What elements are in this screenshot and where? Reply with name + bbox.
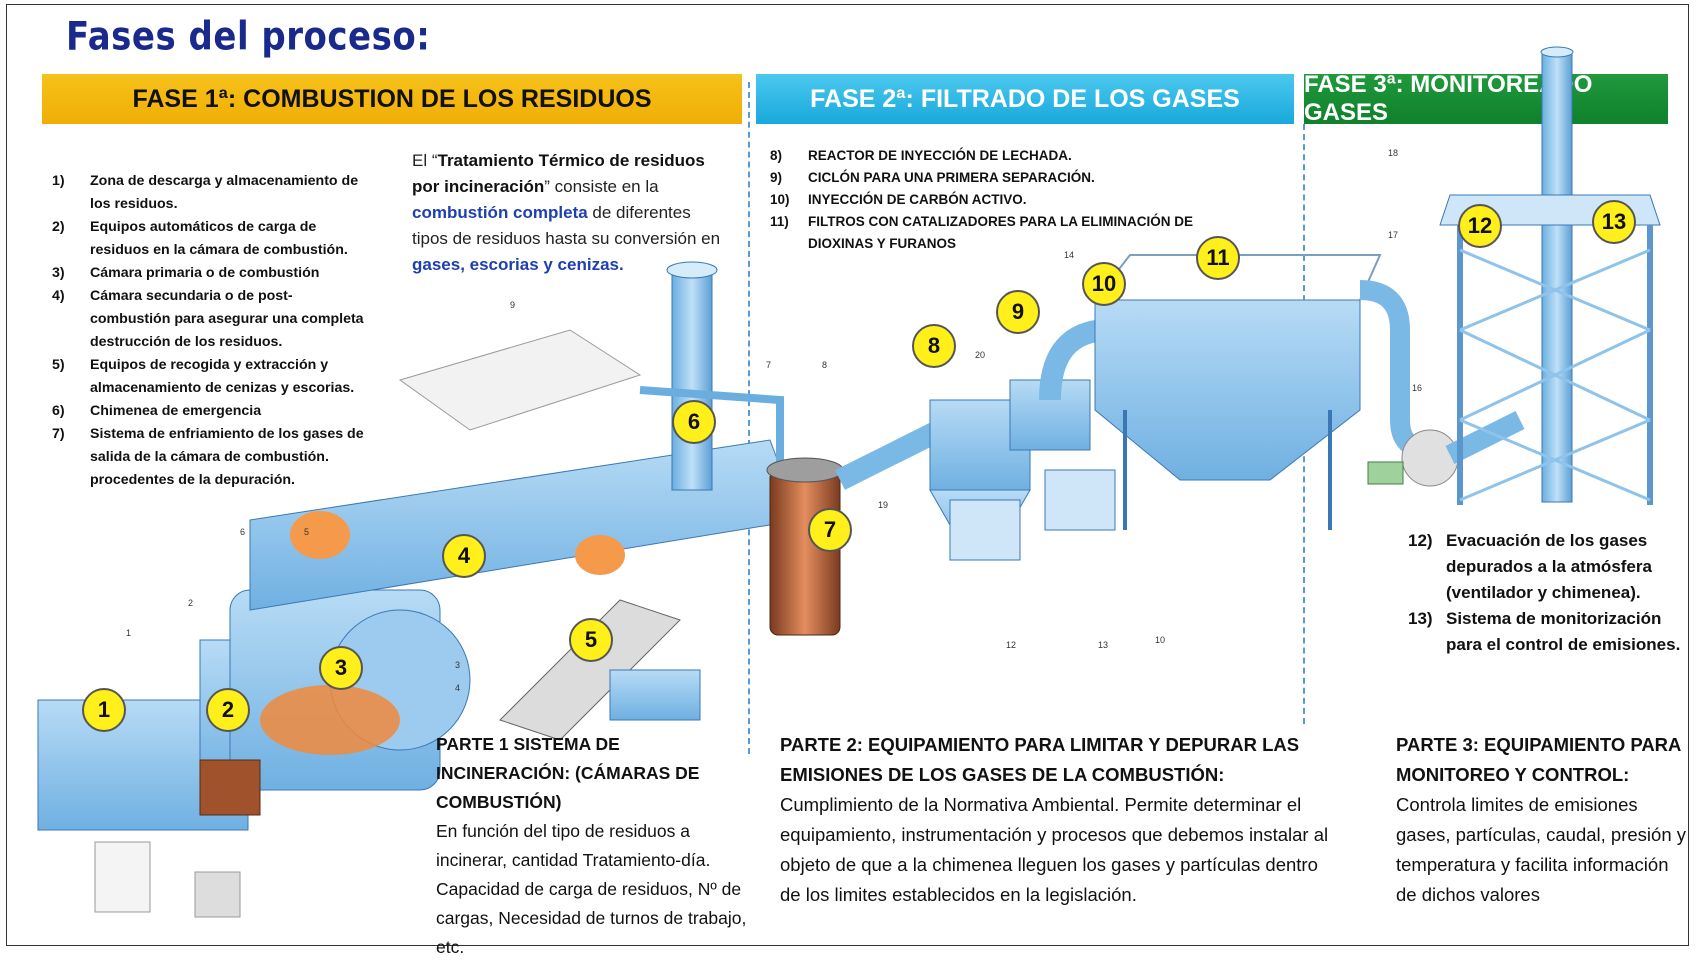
list-item: 8)REACTOR DE INYECCIÓN DE LECHADA. [770, 148, 1072, 163]
phase-1-header: FASE 1ª: COMBUSTION DE LOS RESIDUOS [42, 74, 742, 124]
ref-number: 19 [878, 500, 889, 510]
ref-number: 2 [188, 598, 194, 608]
page-title: Fases del proceso: [66, 14, 431, 60]
emergency-stack-top [666, 261, 718, 279]
list-item: 7)Sistema de enfriamiento de los gases d… [52, 426, 364, 488]
ref-number: 16 [1412, 383, 1423, 393]
outlet-pipe [1359, 280, 1431, 460]
tower-brace-4 [1459, 328, 1651, 422]
list-item: 1)Zona de descarga y almacenamiento de l… [52, 173, 359, 212]
ref-number: 3 [455, 660, 461, 670]
list-item: 9)CICLÓN PARA UNA PRIMERA SEPARACIÓN. [770, 170, 1095, 185]
silo-1 [949, 499, 1021, 561]
main-stack [1541, 51, 1573, 503]
cooler-unit [398, 329, 642, 431]
badge-3: 3 [319, 646, 363, 690]
badge-8: 8 [912, 324, 956, 368]
part-1-heading: PARTE 1 SISTEMA DE INCINERACIÓN: (CÁMARA… [436, 734, 700, 812]
fire-2 [290, 511, 350, 559]
fan [1401, 429, 1459, 487]
phase-3-list: 12)Evacuación de los gases depurados a l… [1408, 528, 1688, 658]
cabinet-18 [194, 871, 241, 918]
badge-4: 4 [442, 534, 486, 578]
ref-number: 14 [1064, 250, 1075, 260]
phase-2-header: FASE 2ª: FILTRADO DE LOS GASES [756, 74, 1294, 124]
list-item: 10)INYECCIÓN DE CARBÓN ACTIVO. [770, 192, 1027, 207]
part-1-description: PARTE 1 SISTEMA DE INCINERACIÓN: (CÁMARA… [436, 730, 758, 962]
badge-2: 2 [206, 688, 250, 732]
tower-brace-2 [1459, 248, 1651, 332]
badge-11: 11 [1196, 236, 1240, 280]
fire [260, 685, 400, 755]
tower-brace-6 [1459, 418, 1651, 502]
ref-number: 10 [1155, 635, 1166, 645]
part-2-heading: PARTE 2: EQUIPAMIENTO PARA LIMITAR Y DEP… [780, 734, 1300, 785]
ref-number: 6 [240, 527, 246, 537]
ash-container [609, 669, 701, 721]
phase-2-list: 8)REACTOR DE INYECCIÓN DE LECHADA. 9)CIC… [770, 145, 1220, 255]
bag-filter [1094, 299, 1361, 481]
badge-6: 6 [672, 400, 716, 444]
badge-12: 12 [1458, 204, 1502, 248]
heat-exchanger-top [766, 457, 844, 483]
ref-number: 8 [822, 360, 828, 370]
list-item: 13)Sistema de monitorización para el con… [1408, 609, 1681, 654]
ref-number: 20 [975, 350, 986, 360]
fan-motor [1367, 461, 1404, 485]
ref-number: 13 [1098, 640, 1109, 650]
list-item: 11)FILTROS CON CATALIZADORES PARA LA ELI… [770, 214, 1193, 251]
list-item: 3)Cámara primaria o de combustión [52, 265, 320, 281]
ref-number: 5 [304, 527, 310, 537]
ref-number: 1 [126, 628, 132, 638]
part-3-heading: PARTE 3: EQUIPAMIENTO PARA MONITOREO Y C… [1396, 734, 1681, 785]
list-item: 12)Evacuación de los gases depurados a l… [1408, 531, 1652, 602]
ref-number: 17 [1388, 230, 1399, 240]
phase-1-list: 1)Zona de descarga y almacenamiento de l… [52, 170, 370, 492]
part-3-description: PARTE 3: EQUIPAMIENTO PARA MONITOREO Y C… [1396, 730, 1686, 910]
list-item: 6)Chimenea de emergencia [52, 403, 262, 419]
list-item: 2)Equipos automáticos de carga de residu… [52, 219, 348, 258]
badge-10: 10 [1082, 262, 1126, 306]
list-item: 4)Cámara secundaria o de post-combustión… [52, 288, 364, 350]
emergency-stack [671, 269, 713, 491]
part-2-body: Cumplimiento de la Normativa Ambiental. … [780, 794, 1329, 905]
waste-cart [199, 759, 261, 816]
badge-13: 13 [1592, 200, 1636, 244]
silo-2 [1044, 469, 1116, 531]
ref-number: 7 [766, 360, 772, 370]
ref-number: 18 [1388, 148, 1399, 158]
cooling-pipe [639, 386, 784, 470]
heat-exchanger [769, 469, 841, 636]
part-1-body: En función del tipo de residuos a incine… [436, 821, 747, 957]
ref-number: 9 [510, 300, 516, 310]
intro-paragraph: El “Tratamiento Térmico de residuos por … [412, 151, 721, 274]
part-2-description: PARTE 2: EQUIPAMIENTO PARA LIMITAR Y DEP… [780, 730, 1340, 910]
badge-1: 1 [82, 688, 126, 732]
ref-number: 12 [1006, 640, 1017, 650]
badge-5: 5 [569, 618, 613, 662]
phase-divider-1 [748, 82, 750, 754]
ref-number: 4 [455, 683, 461, 693]
badge-9: 9 [996, 290, 1040, 334]
list-item: 5)Equipos de recogida y extracción y alm… [52, 357, 355, 396]
cabinet-17 [94, 841, 151, 913]
main-stack-top [1540, 46, 1574, 58]
badge-7: 7 [808, 508, 852, 552]
part-3-body: Controla limites de emisiones gases, par… [1396, 794, 1686, 905]
fire-3 [575, 535, 625, 575]
